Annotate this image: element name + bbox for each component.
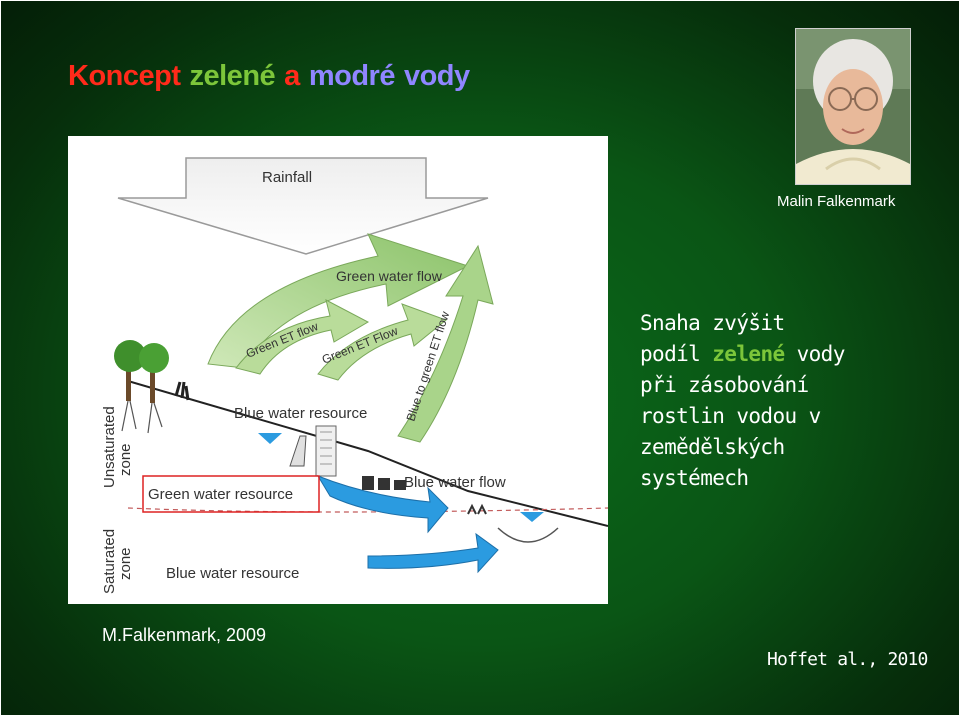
saturated-zone-label-1: Saturated	[101, 529, 118, 594]
blue-to-green-arrow	[397, 244, 494, 443]
side-text-fragment: podíl	[640, 342, 713, 366]
side-text-line: rostlin vodou v	[640, 404, 821, 428]
side-text: Snaha zvýšit podíl zelené vody při zásob…	[640, 308, 845, 494]
blue-water-flow-arrow	[316, 474, 449, 534]
side-text-line: podíl zelené vody	[640, 339, 845, 370]
title-word-zelene: zelené	[189, 60, 276, 92]
citation-right: Hoffet al., 2010	[767, 649, 928, 670]
unsaturated-zone-label-2: zone	[117, 443, 134, 476]
groundwater-flow-arrow	[367, 532, 499, 574]
side-text-fragment: vody	[784, 342, 846, 366]
rainfall-arrow	[117, 157, 489, 255]
lake-depression	[497, 527, 559, 543]
side-text-line: při zásobování	[640, 373, 809, 397]
green-water-resource-box	[142, 475, 320, 513]
side-text-highlight: zelené	[712, 342, 785, 366]
side-text-line: systémech	[640, 466, 749, 490]
side-text-line: zemědělských	[640, 435, 785, 459]
water-flow-diagram: Rainfall Green water flow Green ET flow …	[68, 136, 608, 604]
portrait-illustration	[796, 29, 910, 184]
ground-slope	[127, 380, 608, 527]
green-et-flow-arrow-2	[317, 303, 448, 381]
blue-water-resource-top-label: Blue water resource	[234, 405, 367, 422]
title-word-a: a	[284, 60, 300, 92]
diagram-svg: Rainfall Green water flow Green ET flow …	[101, 157, 608, 594]
rainfall-label: Rainfall	[262, 169, 312, 186]
reservoir-triangle-icon	[258, 433, 282, 444]
unsaturated-zone-label-1: Unsaturated	[101, 406, 118, 488]
title-word-koncept: Koncept	[68, 60, 181, 92]
citation-left: M.Falkenmark, 2009	[102, 625, 267, 645]
title-word-modre: modré	[308, 60, 396, 92]
saturated-zone-label-2: zone	[117, 547, 134, 580]
portrait-photo	[795, 28, 911, 185]
blue-water-resource-bottom-label: Blue water resource	[166, 565, 299, 582]
factory-icon	[362, 476, 374, 490]
photo-caption: Malin Falkenmark	[777, 193, 896, 210]
lake-triangle-icon	[520, 512, 544, 522]
green-et-flow-arrow-1	[235, 299, 370, 375]
dam-icon	[289, 435, 307, 467]
tree-group	[114, 340, 190, 434]
side-text-line: Snaha zvýšit	[640, 311, 785, 335]
green-water-flow-label: Green water flow	[336, 268, 443, 284]
title-word-vody: vody	[403, 60, 470, 92]
green-water-resource-label: Green water resource	[148, 486, 293, 503]
blue-water-flow-label: Blue water flow	[404, 474, 506, 491]
city-icon	[315, 425, 337, 477]
